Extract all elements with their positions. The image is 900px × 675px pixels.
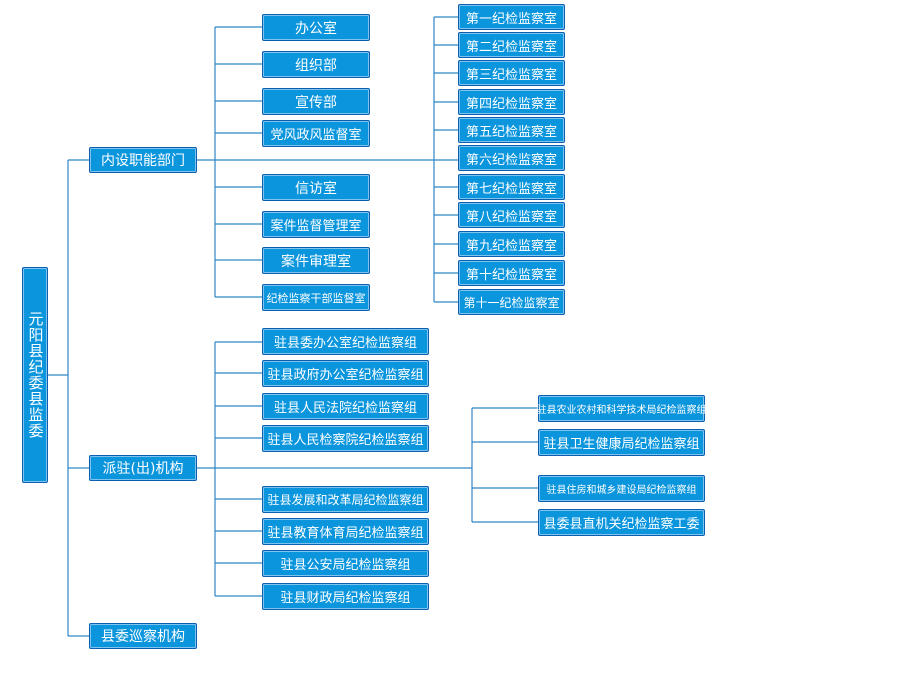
stationed-group-node: 县委县直机关纪检监察工委 <box>538 509 705 536</box>
branch-stationed-agencies: 派驻(出)机构 <box>89 455 197 481</box>
office-node: 宣传部 <box>262 88 370 115</box>
review-room-node: 第十一纪检监察室 <box>458 289 565 315</box>
stationed-group-node: 驻县政府办公室纪检监察组 <box>262 360 429 387</box>
office-node: 案件审理室 <box>262 247 370 274</box>
review-room-node: 第三纪检监察室 <box>458 60 565 86</box>
office-node: 信访室 <box>262 174 370 201</box>
stationed-group-node: 驻县委办公室纪检监察组 <box>262 328 429 355</box>
office-node: 组织部 <box>262 51 370 78</box>
review-room-node: 第十纪检监察室 <box>458 260 565 286</box>
review-room-node: 第九纪检监察室 <box>458 231 565 257</box>
review-room-node: 第二纪检监察室 <box>458 32 565 58</box>
office-node: 办公室 <box>262 14 370 41</box>
office-node: 纪检监察干部监督室 <box>262 284 370 311</box>
stationed-group-node: 驻县财政局纪检监察组 <box>262 583 429 610</box>
review-room-node: 第四纪检监察室 <box>458 89 565 115</box>
office-node: 党风政风监督室 <box>262 120 370 147</box>
branch-internal-departments: 内设职能部门 <box>89 147 197 173</box>
stationed-group-node: 驻县人民检察院纪检监察组 <box>262 425 429 452</box>
root-node: 元阳县纪委县监委 <box>22 267 48 483</box>
review-room-node: 第六纪检监察室 <box>458 145 565 171</box>
stationed-group-node: 驻县卫生健康局纪检监察组 <box>538 429 705 456</box>
stationed-group-node: 驻县发展和改革局纪检监察组 <box>262 486 429 513</box>
review-room-node: 第八纪检监察室 <box>458 202 565 228</box>
review-room-node: 第七纪检监察室 <box>458 174 565 200</box>
branch-inspection-agency: 县委巡察机构 <box>89 623 197 649</box>
review-room-node: 第五纪检监察室 <box>458 117 565 143</box>
office-node: 案件监督管理室 <box>262 211 370 238</box>
stationed-group-node: 驻县住房和城乡建设局纪检监察组 <box>538 475 705 502</box>
stationed-group-node: 驻县公安局纪检监察组 <box>262 550 429 577</box>
stationed-group-node: 驻县教育体育局纪检监察组 <box>262 518 429 545</box>
stationed-group-node: 驻县农业农村和科学技术局纪检监察组 <box>537 395 707 422</box>
stationed-group-node: 驻县人民法院纪检监察组 <box>262 393 429 420</box>
review-room-node: 第一纪检监察室 <box>458 4 565 30</box>
